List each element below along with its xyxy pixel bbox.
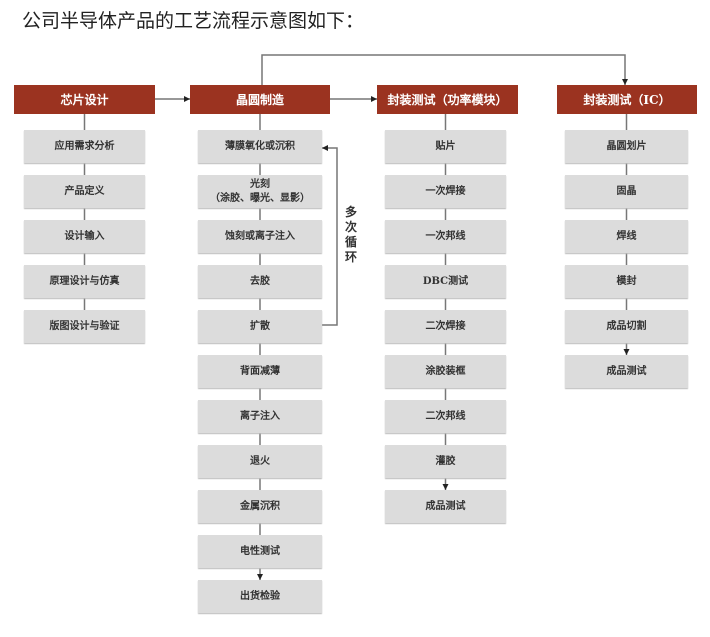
process-step: 成品切割 (565, 310, 688, 343)
process-step: 设计输入 (24, 220, 145, 253)
process-step: 贴片 (385, 130, 506, 163)
arrow-head-icon (371, 96, 377, 102)
process-step: 成品测试 (565, 355, 688, 388)
process-step: 灌胶 (385, 445, 506, 478)
flow-arrow-ic (261, 54, 626, 85)
loop-arrow (322, 147, 338, 326)
stage-header: 芯片设计 (14, 85, 155, 114)
process-step: 原理设计与仿真 (24, 265, 145, 298)
process-step: 晶圆划片 (565, 130, 688, 163)
process-step: 应用需求分析 (24, 130, 145, 163)
process-step: 光刻（涂胶、曝光、显影） (198, 175, 322, 208)
process-step: 固晶 (565, 175, 688, 208)
process-step: 电性测试 (198, 535, 322, 568)
arrow-head-icon (623, 349, 630, 355)
arrow-head-icon (442, 484, 449, 490)
loop-label: 多次循环 (345, 205, 358, 264)
diagram-title: 公司半导体产品的工艺流程示意图如下： (22, 10, 365, 32)
process-step: 扩散 (198, 310, 322, 343)
process-step: 一次邦线 (385, 220, 506, 253)
process-step: 金属沉积 (198, 490, 322, 523)
process-step: 二次邦线 (385, 400, 506, 433)
process-step: 退火 (198, 445, 322, 478)
process-step: 背面减薄 (198, 355, 322, 388)
process-step: 涂胶装框 (385, 355, 506, 388)
arrow-head-icon (257, 574, 263, 580)
process-step: 版图设计与验证 (24, 310, 145, 343)
arrow-head-icon (322, 145, 328, 151)
process-step: 一次焊接 (385, 175, 506, 208)
process-step: 模封 (565, 265, 688, 298)
process-step: 去胶 (198, 265, 322, 298)
process-step: 成品测试 (385, 490, 506, 523)
arrow-head-icon (622, 79, 628, 85)
process-step: 焊线 (565, 220, 688, 253)
stage-header: 封装测试（IC） (557, 85, 697, 114)
process-step: 出货检验 (198, 580, 322, 613)
arrow-head-icon (184, 96, 190, 102)
process-step: 蚀刻或离子注入 (198, 220, 322, 253)
process-step: 二次焊接 (385, 310, 506, 343)
process-step: DBC测试 (385, 265, 506, 298)
stage-header: 晶圆制造 (190, 85, 330, 114)
process-step: 离子注入 (198, 400, 322, 433)
stage-header: 封装测试（功率模块） (377, 85, 518, 114)
process-step: 产品定义 (24, 175, 145, 208)
process-step: 薄膜氧化或沉积 (198, 130, 322, 163)
